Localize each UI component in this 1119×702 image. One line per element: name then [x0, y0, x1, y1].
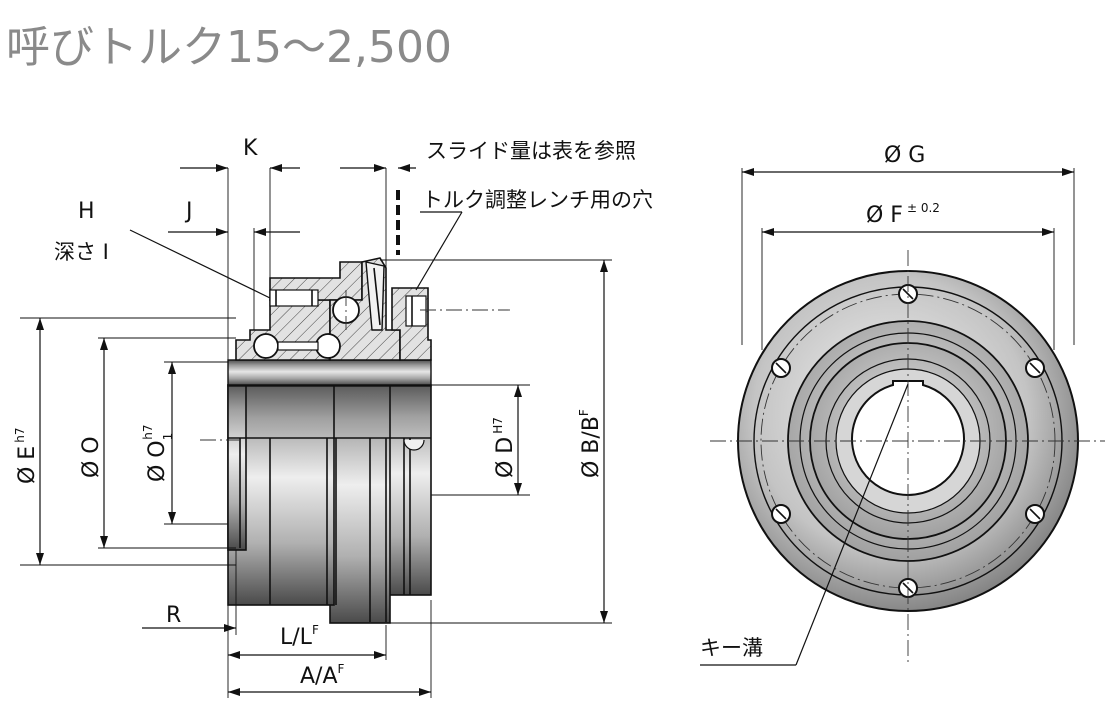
- side-view: [200, 257, 510, 624]
- note-keyway: キー溝: [700, 636, 763, 660]
- label-L: L/LF: [280, 623, 319, 650]
- label-R: R: [166, 603, 181, 628]
- label-phiG: Ø G: [884, 143, 925, 168]
- page-title: 呼びトルク15～2,500: [6, 22, 452, 73]
- note-depth: 深さ I: [54, 240, 109, 264]
- retainer: [277, 341, 319, 351]
- label-H: H: [78, 199, 95, 224]
- tapped-hole: [269, 289, 319, 307]
- wrench-hole: [405, 295, 427, 327]
- front-view: [710, 250, 1105, 665]
- pressure-ring-body: [329, 384, 391, 624]
- front-view-labels: Ø G Ø F± 0.2 キー溝: [700, 143, 940, 660]
- body-grooves: [228, 437, 431, 622]
- ball-lower-right: [315, 333, 341, 359]
- label-K: K: [243, 136, 258, 161]
- bolt-holes: [771, 284, 1045, 598]
- set-screw-dimple: [403, 439, 425, 451]
- label-phiE: Ø Eh7: [13, 428, 40, 484]
- label-phiO: Ø O: [79, 436, 104, 478]
- label-phiB: Ø B/BF: [577, 409, 604, 478]
- note-slide: スライド量は表を参照: [426, 139, 636, 163]
- label-J: J: [184, 199, 193, 224]
- side-view-labels: K スライド量は表を参照 トルク調整レンチ用の穴 H J 深さ I R L/LF…: [13, 136, 653, 689]
- extension-lines: [20, 168, 612, 698]
- label-A: A/AF: [300, 662, 345, 689]
- bore-band: [227, 359, 432, 387]
- leader-lines: [129, 211, 463, 299]
- front-view-dimensions: [700, 168, 1075, 666]
- flange-right-body: [385, 384, 432, 596]
- note-wrench-hole: トルク調整レンチ用の穴: [422, 188, 653, 212]
- hub-spigot: [227, 384, 247, 551]
- hub-section: [235, 299, 331, 361]
- dimension-lines: [36, 164, 608, 696]
- ball-lower-left: [253, 333, 279, 359]
- label-phiO1: Ø O1h7: [141, 424, 175, 482]
- label-phiD: Ø DH7: [491, 417, 518, 478]
- label-phiF: Ø F± 0.2: [866, 201, 940, 228]
